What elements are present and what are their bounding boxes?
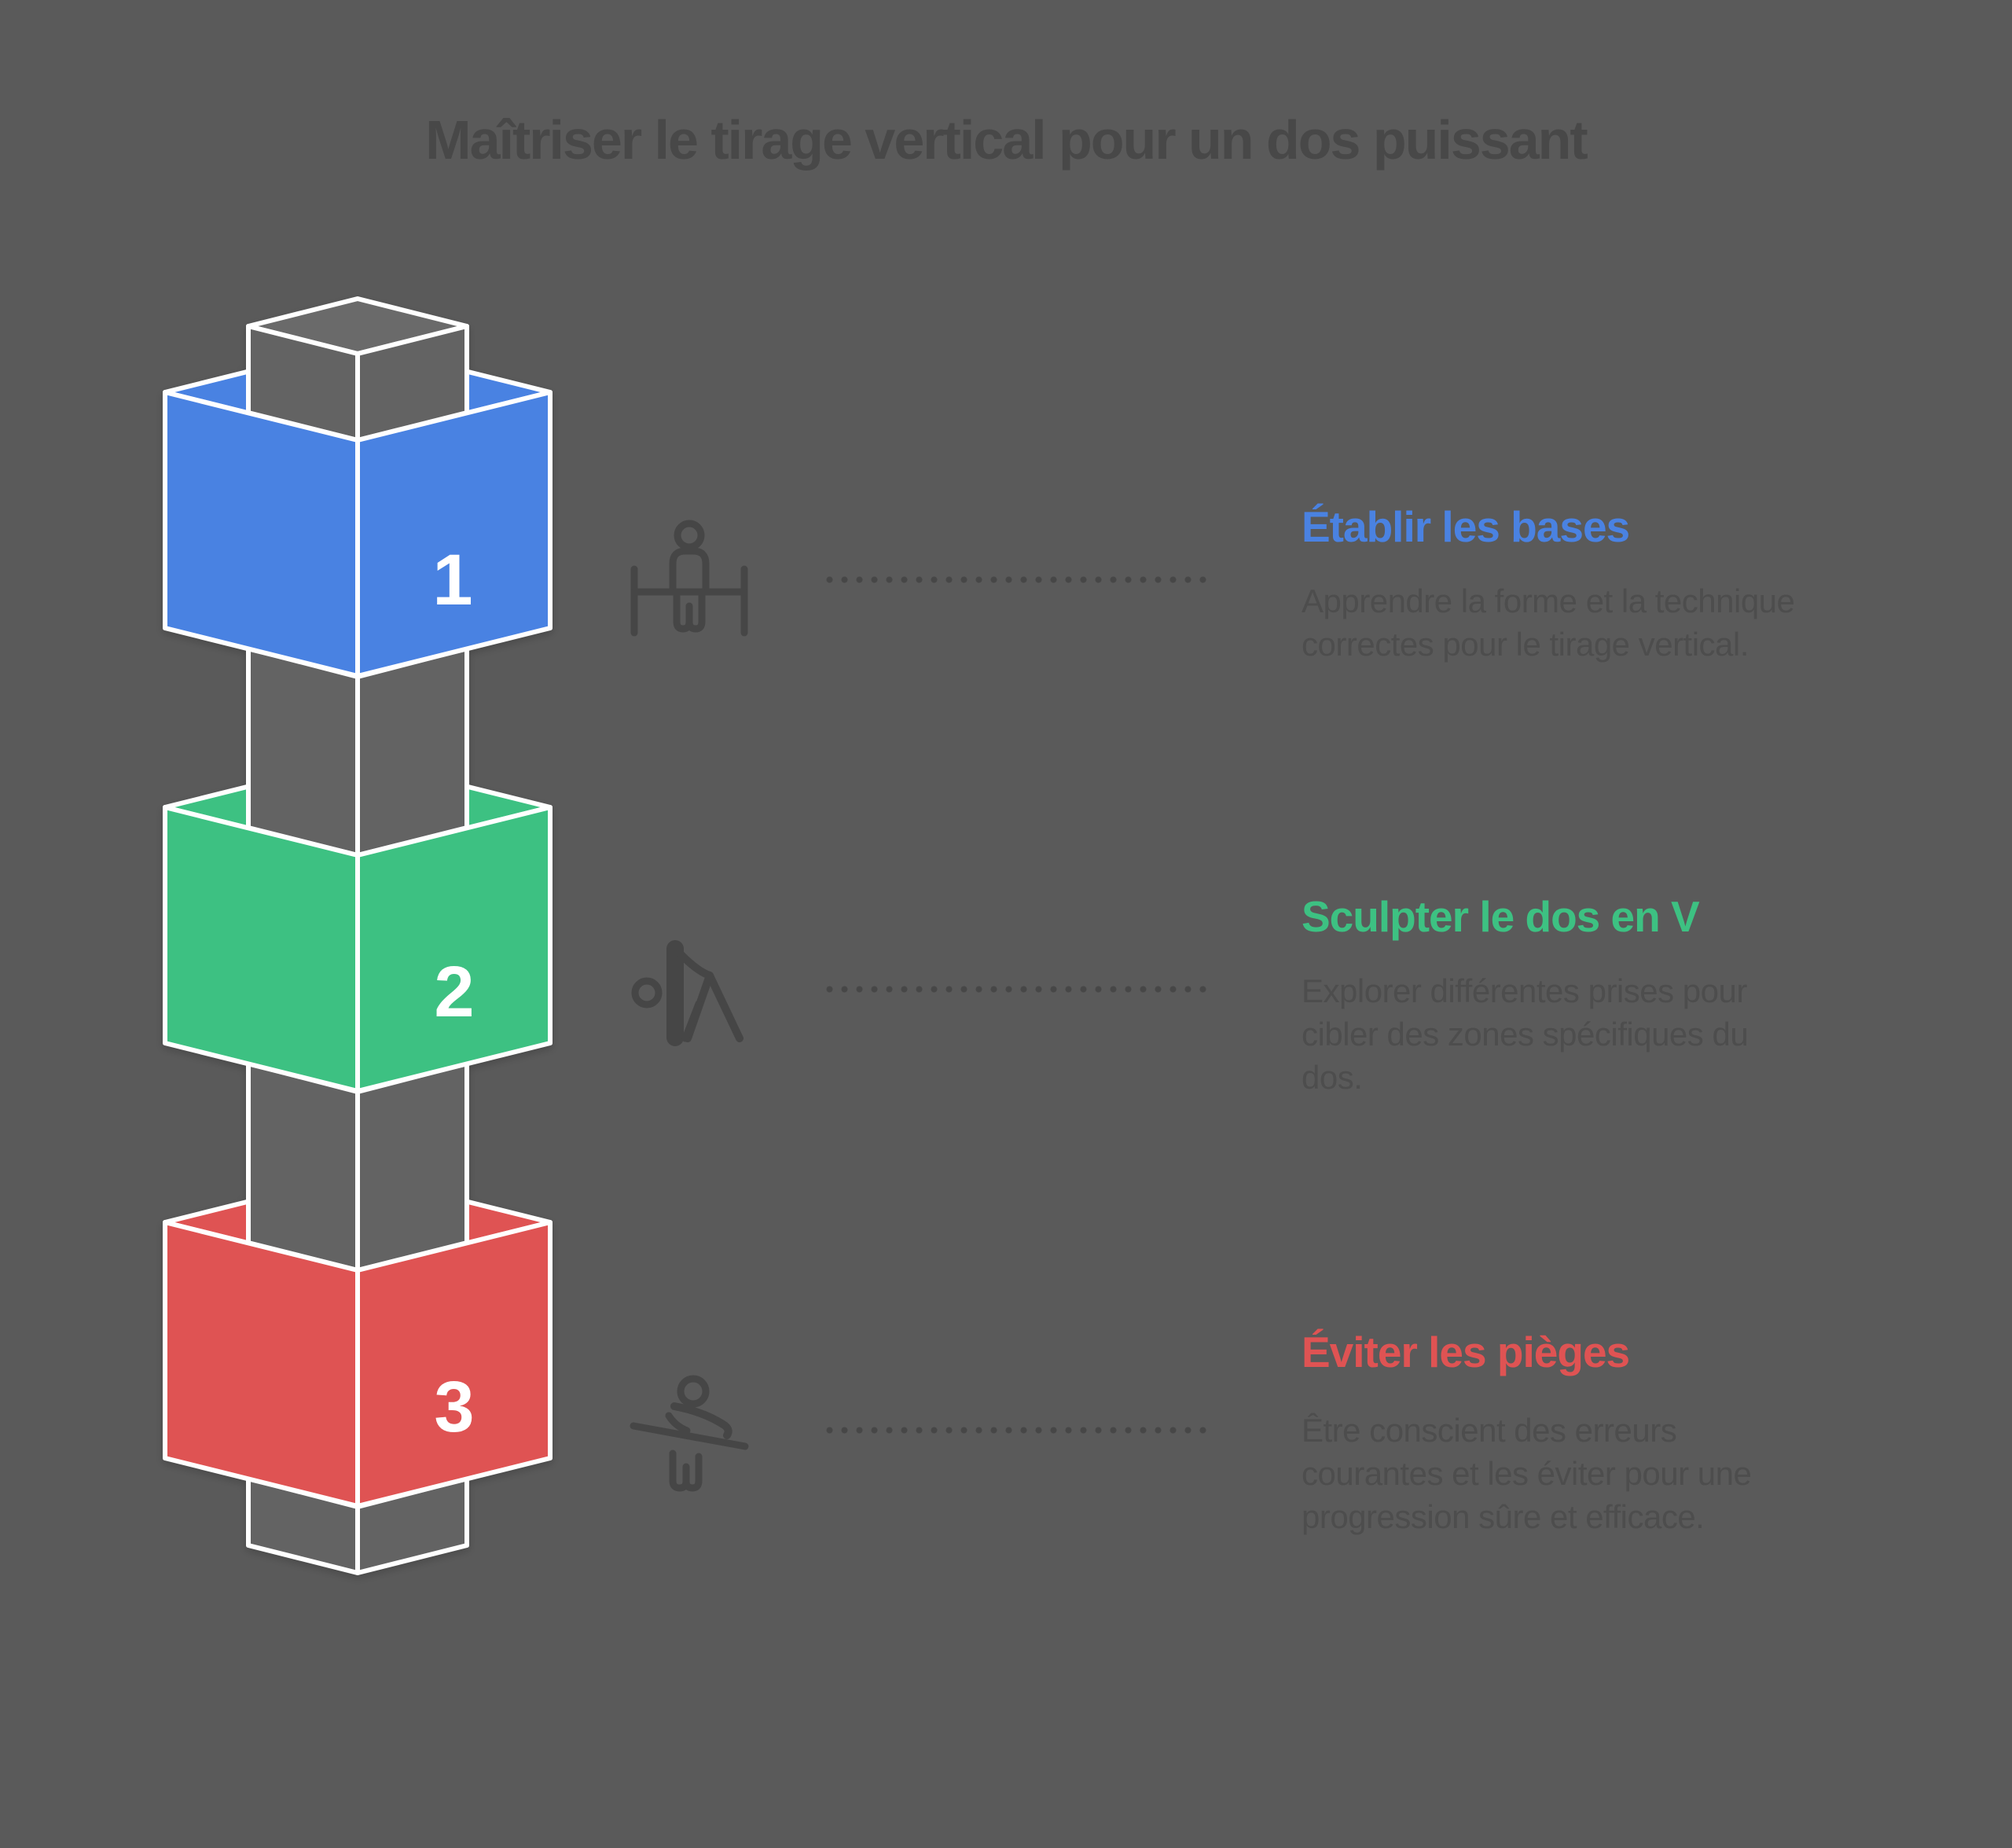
cube-2-right-face <box>355 805 553 1093</box>
step-1-heading: Établir les bases <box>1302 502 1630 551</box>
dotted-leader-2 <box>826 986 1214 993</box>
dotted-leader-1 <box>826 576 1214 583</box>
cube-2-number: 2 <box>434 952 474 1032</box>
step-3-heading: Éviter les pièges <box>1302 1328 1630 1376</box>
step-3-description: Être conscient des erreurs courantes et … <box>1302 1412 1752 1535</box>
step-2-heading: Sculpter le dos en V <box>1302 892 1700 941</box>
column-segment-1-right <box>355 646 469 858</box>
bent-over-stretch-icon <box>631 940 743 1046</box>
column-segment-1-left <box>246 646 360 858</box>
cube-2-left-face <box>163 805 360 1093</box>
column-segment-2-right <box>355 1061 469 1273</box>
cube-3-number: 3 <box>434 1367 474 1447</box>
dotted-leader-3 <box>826 1427 1214 1434</box>
step-2-description: Explorer différentes prises pour cibler … <box>1302 972 1749 1096</box>
cube-1-number: 1 <box>432 540 472 620</box>
column-segment-2-left <box>246 1061 360 1273</box>
infographic-title: Maîtriser le tirage vertical pour un dos… <box>425 109 1588 171</box>
cube-1-left-face <box>163 390 360 678</box>
seated-row-icon <box>630 1375 749 1492</box>
cube-3-left-face <box>163 1220 360 1508</box>
cube-1-right-face <box>355 390 553 678</box>
cube-3-right-face <box>355 1220 553 1508</box>
step-1-description: Apprendre la forme et la technique corre… <box>1302 582 1795 663</box>
lat-pulldown-icon <box>630 520 748 637</box>
